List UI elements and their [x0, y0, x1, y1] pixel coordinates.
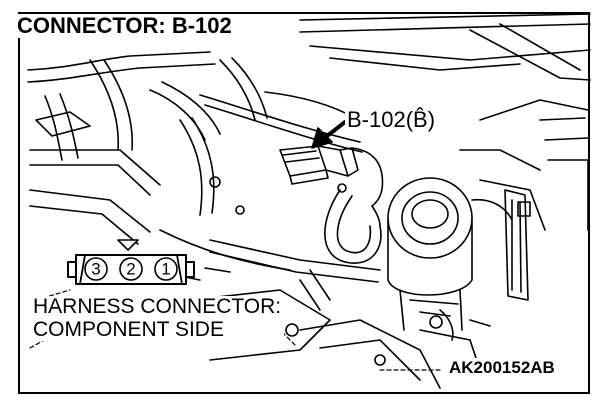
- svg-text:1: 1: [161, 260, 170, 279]
- throttle-body: [387, 177, 546, 331]
- connector-callout-label: B-102(B̂): [345, 107, 438, 132]
- vacuum-hose: [324, 189, 382, 264]
- harness-connector-symbol: 3 2 1: [67, 239, 195, 285]
- wiring-harness: [159, 57, 381, 283]
- figure-code: AK200152AB: [446, 358, 558, 377]
- harness-label-line2: COMPONENT SIDE: [33, 317, 224, 341]
- connector-pin-3: 3: [84, 257, 108, 281]
- harness-connector-label: HARNESS CONNECTOR: COMPONENT SIDE: [30, 295, 285, 342]
- harness-label-line1: HARNESS CONNECTOR:: [33, 295, 282, 318]
- left-pipes: [27, 51, 221, 245]
- svg-text:3: 3: [91, 260, 100, 279]
- hood-lines: [299, 13, 591, 81]
- connector-pin-1: 1: [154, 257, 178, 281]
- callout-arrow: [311, 120, 347, 149]
- connector-title: CONNECTOR: B-102: [16, 14, 236, 38]
- right-components: [459, 99, 589, 301]
- b102-sensor: [279, 145, 384, 207]
- connector-pin-2: 2: [119, 257, 143, 281]
- svg-text:2: 2: [126, 260, 135, 279]
